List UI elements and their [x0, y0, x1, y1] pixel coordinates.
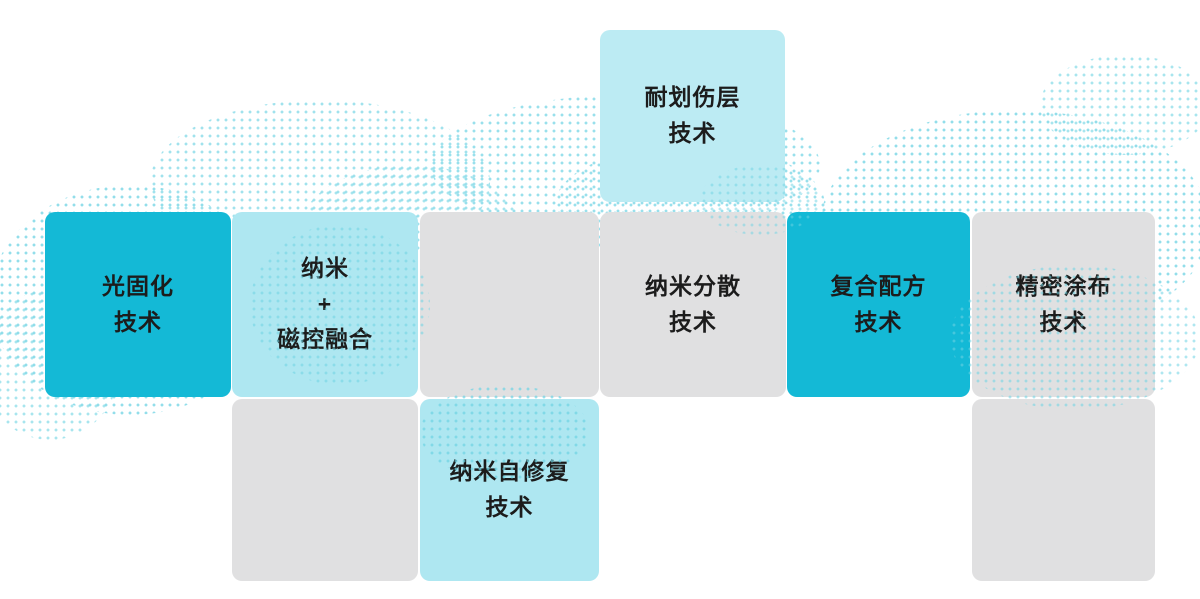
tile-composite-formula: 复合配方 技术 — [787, 212, 970, 397]
tile-empty-2 — [232, 399, 418, 581]
tile-label: 光固化 技术 — [102, 272, 174, 335]
tile-label: 耐划伤层 技术 — [644, 84, 741, 146]
tile-uv-curing: 光固化 技术 — [45, 212, 231, 397]
map-dot-patch — [250, 225, 430, 385]
tile-nano-dispersion: 纳米分散 技术 — [600, 212, 786, 397]
tile-label: 复合配方 技术 — [830, 272, 927, 335]
map-dot-patch — [420, 385, 590, 480]
map-dot-patch — [700, 165, 820, 235]
map-dot-patch — [1040, 55, 1200, 155]
tile-empty-1 — [420, 212, 599, 397]
tile-label: 纳米分散 技术 — [645, 272, 741, 335]
map-dot-patch — [950, 265, 1200, 410]
tile-empty-3 — [972, 399, 1155, 581]
